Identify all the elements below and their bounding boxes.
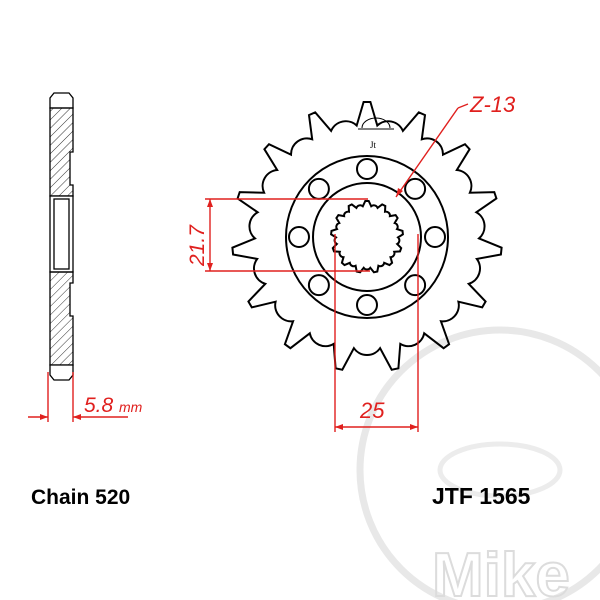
sprocket-outline <box>231 101 503 371</box>
thickness-unit: mm <box>119 399 143 415</box>
brand-mark-icon: Jt <box>358 117 394 150</box>
bolt-hole <box>356 294 378 316</box>
thickness-value: 5.8 <box>84 394 114 417</box>
bolt-hole <box>307 177 330 200</box>
inner-dimension <box>205 198 370 272</box>
bolt-hole <box>404 177 427 200</box>
inner-circle <box>312 182 422 292</box>
svg-text:Jt: Jt <box>370 140 377 150</box>
side-view <box>49 92 74 381</box>
chain-label: Chain 520 <box>31 486 130 509</box>
part-number: JTF 1565 <box>432 483 531 509</box>
bolt-hole <box>404 274 427 297</box>
watermark-text: Mike <box>432 541 570 600</box>
bolt-hole <box>307 274 330 297</box>
inner-dimension-value: 21.7 <box>186 224 209 267</box>
spline-leader <box>395 103 469 198</box>
spline-count-label: Z-13 <box>469 92 516 117</box>
width-dimension-value: 25 <box>359 398 385 423</box>
watermark-logo: Mike <box>356 326 600 600</box>
bolt-hole <box>288 226 310 248</box>
spline-bore <box>330 200 404 274</box>
hub-circle <box>285 155 449 319</box>
width-dimension <box>334 234 419 432</box>
bolt-hole <box>424 226 446 248</box>
bolt-hole <box>356 158 378 180</box>
bolt-holes <box>288 158 446 316</box>
thickness-dimension <box>28 372 128 422</box>
sprocket-front-view: Jt <box>231 101 503 371</box>
